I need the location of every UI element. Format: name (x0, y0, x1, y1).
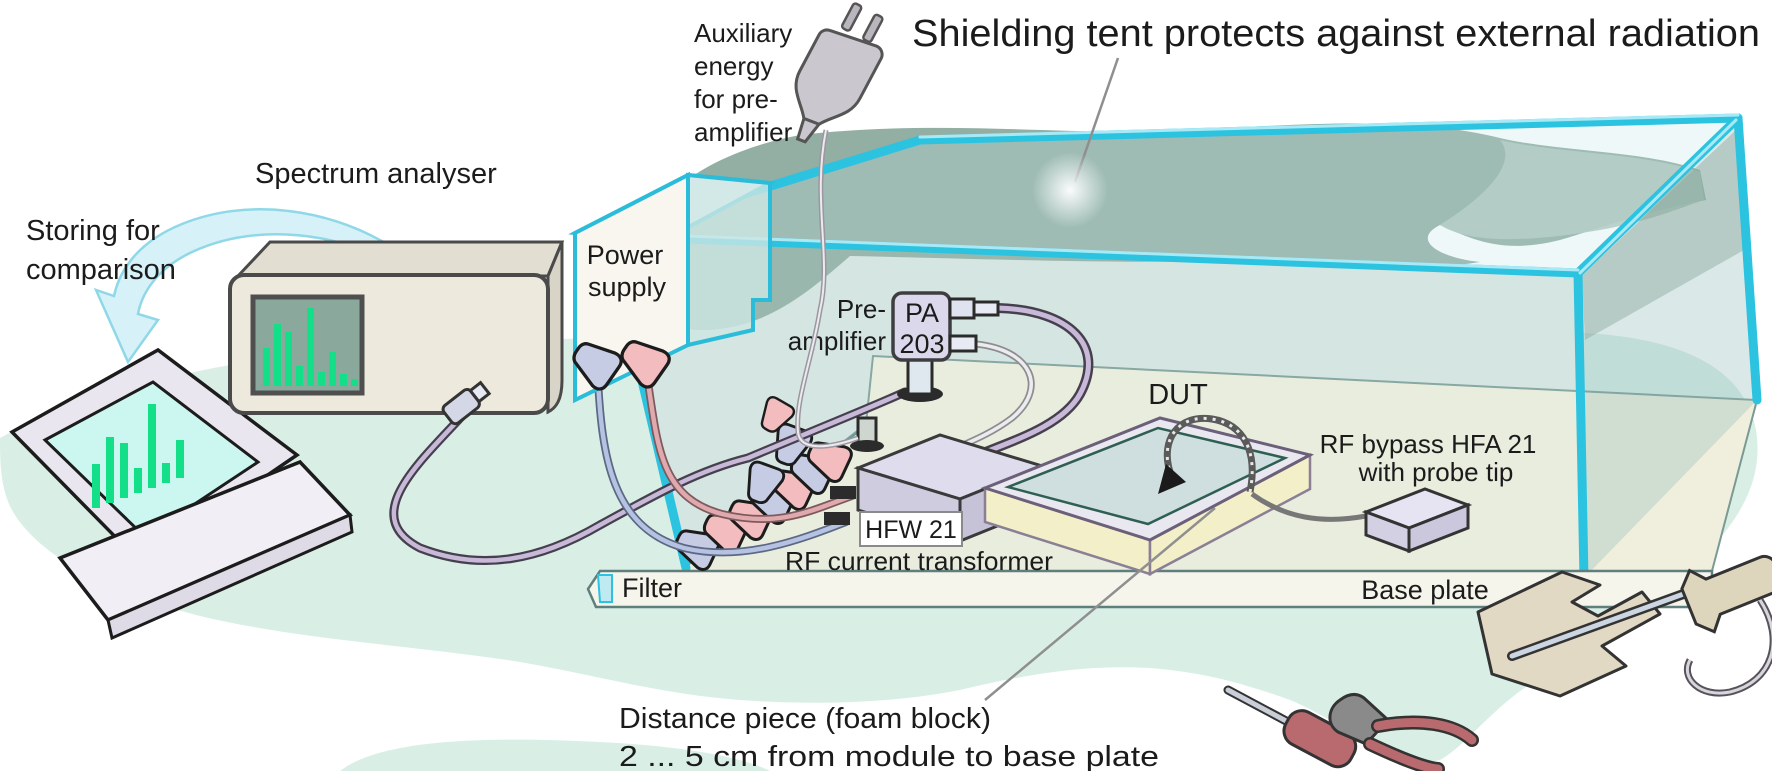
pre-amplifier-label-line2: amplifier (788, 326, 887, 356)
pa-upper-cable (960, 305, 1091, 465)
pa203-box (891, 291, 952, 362)
laptop (9, 347, 354, 641)
tools (1223, 554, 1772, 771)
analyser-top-face (234, 240, 565, 278)
rf-current-transformer-label: RF current transformer (785, 546, 1053, 576)
rf-bypass-label-line1: RF bypass HFA 21 (1320, 429, 1537, 459)
aux-label-line2: energy (694, 51, 774, 81)
distance-label-line1: Distance piece (foam block) (619, 703, 991, 735)
analyser-screen-bars (263, 308, 358, 386)
laptop-base-edge (106, 512, 354, 641)
power-supply-label-line2: supply (588, 272, 667, 302)
plug-neck (795, 116, 822, 144)
pre-amplifier-label-line1: Pre- (837, 294, 886, 324)
storing-label-line2: comparison (26, 254, 176, 286)
plug-prong-left (840, 2, 863, 32)
screwdriver-shaft (1225, 687, 1291, 725)
plug-prong-right (862, 13, 884, 43)
soldering-iron-cord-core (1686, 599, 1772, 695)
storing-annotation: Storing for comparison (26, 208, 402, 365)
power-cable-blue (595, 377, 849, 555)
aux-label-line3: for pre- (694, 84, 778, 114)
storing-arrow (93, 208, 402, 365)
probe-coil-cable (1163, 414, 1256, 493)
aux-cord-core (796, 129, 859, 448)
mint-surface-lower-strip (340, 739, 770, 771)
pa-mount-post (906, 358, 934, 396)
pa203-connector-lower (948, 334, 978, 353)
distance-label-line2: 2 ... 5 cm from module to base plate (619, 741, 1159, 771)
power-supply-front (573, 171, 690, 404)
fabric-glow-spot (1032, 152, 1108, 228)
base-plate-strip (586, 569, 1714, 609)
screwdriver-handle (1282, 709, 1358, 769)
pliers-handle-upper-red (1373, 717, 1477, 745)
aux-plug (794, 2, 884, 144)
base-plate-label: Base plate (1361, 575, 1489, 605)
base-plate-front: Filter Base plate (586, 569, 1714, 609)
hfw21-stub-lower (824, 512, 850, 525)
shielding-fabric (636, 123, 1706, 330)
pa203-label-line2: 203 (899, 329, 944, 359)
aux-label-line4: amplifier (694, 117, 793, 147)
pa203-label-line1: PA (905, 298, 939, 328)
probe-arrowhead (1158, 464, 1186, 494)
distance-leader-line (984, 507, 1216, 701)
rf-bypass-module: RF bypass HFA 21 with probe tip (1320, 429, 1537, 554)
power-supply-label-line1: Power (587, 240, 664, 270)
rf-bypass-label-line2: with probe tip (1358, 457, 1514, 487)
floor-stub-flange (850, 440, 884, 452)
title-label: Shielding tent protects against external… (912, 13, 1760, 55)
aux-label-line1: Auxiliary (694, 18, 792, 48)
pliers-handle-lower-red (1365, 739, 1443, 771)
dut-label: DUT (1148, 379, 1208, 411)
hfw21-stub-upper (830, 486, 856, 499)
title-annotation: Shielding tent protects against external… (912, 13, 1760, 228)
distance-annotation: Distance piece (foam block) 2 ... 5 cm f… (619, 507, 1216, 771)
probe-to-bypass-cable (1250, 491, 1367, 522)
pa203-connector-upper2 (972, 300, 1000, 317)
tent-roof-panel (608, 118, 1738, 273)
filter-label: Filter (622, 573, 682, 603)
storing-label-line1: Storing for (26, 215, 160, 247)
hfw21-label-plate (859, 511, 963, 547)
soldering-iron-handle (1680, 554, 1772, 634)
rf-bypass-right (1407, 502, 1470, 554)
analyser-right-face (546, 241, 564, 415)
laptop-screen-bars (92, 404, 184, 508)
analyser-output-connector (441, 380, 492, 426)
power-supply: Power supply (563, 171, 777, 404)
spectrum-analyser-label: Spectrum analyser (255, 158, 497, 190)
auxiliary-power: Auxiliary energy for pre- amplifier (694, 2, 884, 449)
power-cable-pink (645, 379, 855, 522)
base-plate-strip-left-notch (596, 574, 613, 603)
pa203-connector-upper (948, 297, 976, 320)
dut-assembly: DUT (980, 379, 1367, 577)
spectrum-analyser: Spectrum analyser (228, 158, 565, 426)
hfw21-label: HFW 21 (865, 516, 957, 544)
tent-right-panel-fabric-tint (1582, 130, 1744, 340)
dut-board-surface (1003, 426, 1289, 526)
soldering-iron-rod (1509, 585, 1703, 659)
